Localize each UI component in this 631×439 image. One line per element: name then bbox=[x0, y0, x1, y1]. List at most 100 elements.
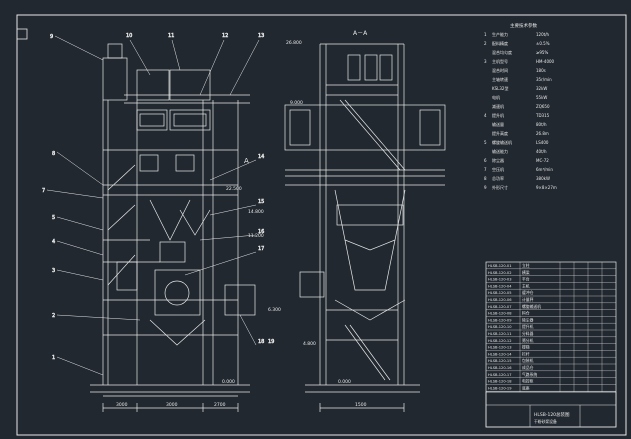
spec-row-value: 35r/min bbox=[536, 77, 552, 82]
elevation-label: 14.800 bbox=[248, 209, 264, 215]
parts-list-row: HLSB-120-14 栏杆 bbox=[486, 351, 616, 358]
elevation-label: 11.200 bbox=[248, 233, 264, 239]
spec-row-value: ZQ650 bbox=[536, 104, 550, 109]
callout-10: 10 bbox=[126, 33, 132, 39]
spec-row-value: ≥95% bbox=[536, 50, 548, 55]
parts-code: HLSB-120-04 bbox=[488, 284, 512, 288]
spec-row-label: 提升机 bbox=[492, 112, 504, 118]
callout-9: 9 bbox=[50, 34, 53, 40]
spec-row-number: 6 bbox=[484, 158, 487, 163]
parts-name: 除尘器 bbox=[522, 317, 534, 322]
section-a-a-view bbox=[284, 43, 446, 412]
spec-row: 输送量 80t/h bbox=[492, 121, 547, 127]
elevation-label: 0.000 bbox=[222, 379, 235, 385]
drawing-frame bbox=[16, 14, 627, 436]
spec-row-value: 180s bbox=[536, 68, 546, 73]
parts-code: HLSB-120-03 bbox=[488, 278, 511, 282]
spec-row-value: HM-4000 bbox=[536, 59, 555, 64]
parts-name: 楼梯 bbox=[522, 345, 530, 350]
callout-18: 18 bbox=[258, 339, 264, 345]
spec-row-value: 6m³/min bbox=[536, 167, 553, 172]
parts-code: HLSB-120-13 bbox=[488, 346, 511, 350]
elevation-label: 6.300 bbox=[268, 307, 281, 313]
callout-17: 17 bbox=[258, 246, 264, 252]
callout-8: 8 bbox=[52, 151, 55, 157]
parts-code: HLSB-120-16 bbox=[488, 366, 512, 370]
parts-name: 提升机 bbox=[522, 324, 534, 329]
parts-list-row: HLSB-120-16 成品仓 bbox=[486, 365, 616, 371]
spec-row-value: 55kW bbox=[536, 95, 547, 100]
parts-code: HLSB-120-05 bbox=[488, 291, 511, 295]
spec-row-value: 80t/h bbox=[536, 122, 547, 127]
parts-name: 底座 bbox=[522, 385, 530, 390]
bottom-dim: 2700 bbox=[214, 402, 226, 408]
parts-list-row: HLSB-120-04 主机 bbox=[486, 283, 616, 290]
parts-code: HLSB-120-01 bbox=[488, 264, 511, 268]
callout-group-left: 9 8 7 5 4 3 2 1 10 11 12 13 14 15 16 17 … bbox=[42, 33, 275, 376]
spec-row-value: TD315 bbox=[535, 113, 550, 118]
elevation-label: 22.500 bbox=[226, 186, 242, 192]
callout-12: 12 bbox=[222, 33, 228, 39]
spec-row-value: 32kW bbox=[536, 86, 547, 91]
spec-row-label: 输送量 bbox=[492, 121, 504, 127]
spec-row-label: 输送能力 bbox=[492, 148, 508, 154]
spec-row-value: 40t/h bbox=[536, 149, 547, 154]
callout-11: 11 bbox=[168, 33, 174, 39]
parts-name: 横梁 bbox=[522, 270, 530, 275]
callout-16: 16 bbox=[258, 229, 264, 235]
parts-code: HLSB-120-14 bbox=[488, 352, 512, 356]
parts-name: 螺旋输送机 bbox=[522, 304, 541, 309]
parts-name: 成品仓 bbox=[522, 365, 534, 370]
spec-row: 主轴转速 35r/min bbox=[492, 76, 552, 82]
callout-3: 3 bbox=[52, 268, 55, 274]
parts-code: HLSB-120-17 bbox=[488, 373, 511, 377]
title-block-sub: 干粉砂浆设备 bbox=[534, 419, 557, 424]
parts-name: 栏杆 bbox=[522, 351, 530, 356]
callout-13: 13 bbox=[258, 33, 264, 39]
spec-row-number: 7 bbox=[484, 167, 487, 172]
parts-list-row: HLSB-120-13 楼梯 bbox=[486, 345, 616, 351]
spec-row-label: 主轴转速 bbox=[492, 76, 508, 82]
parts-name: 筛分机 bbox=[522, 338, 534, 343]
callout-14: 14 bbox=[258, 154, 264, 160]
parts-list-row: HLSB-120-12 筛分机 bbox=[486, 338, 616, 344]
parts-name: 气路系统 bbox=[522, 372, 537, 377]
front-elevation-view bbox=[90, 43, 256, 412]
spec-row-value: ±0.5% bbox=[536, 41, 550, 46]
spec-row-value: 120t/h bbox=[536, 32, 550, 37]
spec-row-label: 提升高度 bbox=[492, 130, 508, 136]
spec-row-number: 3 bbox=[484, 59, 487, 64]
spec-row: 减速机 ZQ650 bbox=[492, 103, 550, 109]
elevation-labels-right: A－A 9.000 4.800 0.000 1500 bbox=[290, 30, 368, 408]
spec-row-label: 混合均匀度 bbox=[492, 49, 512, 55]
spec-row-label: 减速机 bbox=[492, 103, 504, 109]
parts-name: 分料器 bbox=[522, 331, 534, 336]
callout-7: 7 bbox=[42, 188, 45, 194]
spec-row: 输送能力 40t/h bbox=[492, 148, 547, 154]
parts-code: HLSB-120-02 bbox=[488, 271, 511, 275]
parts-code: HLSB-120-12 bbox=[488, 339, 511, 343]
elevation-label: 26.800 bbox=[286, 40, 302, 46]
spec-table-title: 主要技术参数 bbox=[510, 22, 537, 29]
spec-row-label: 外形尺寸 bbox=[492, 184, 508, 190]
parts-name: 主机 bbox=[522, 283, 530, 288]
bottom-dim: 1500 bbox=[355, 402, 367, 408]
callout-2: 2 bbox=[52, 313, 55, 319]
